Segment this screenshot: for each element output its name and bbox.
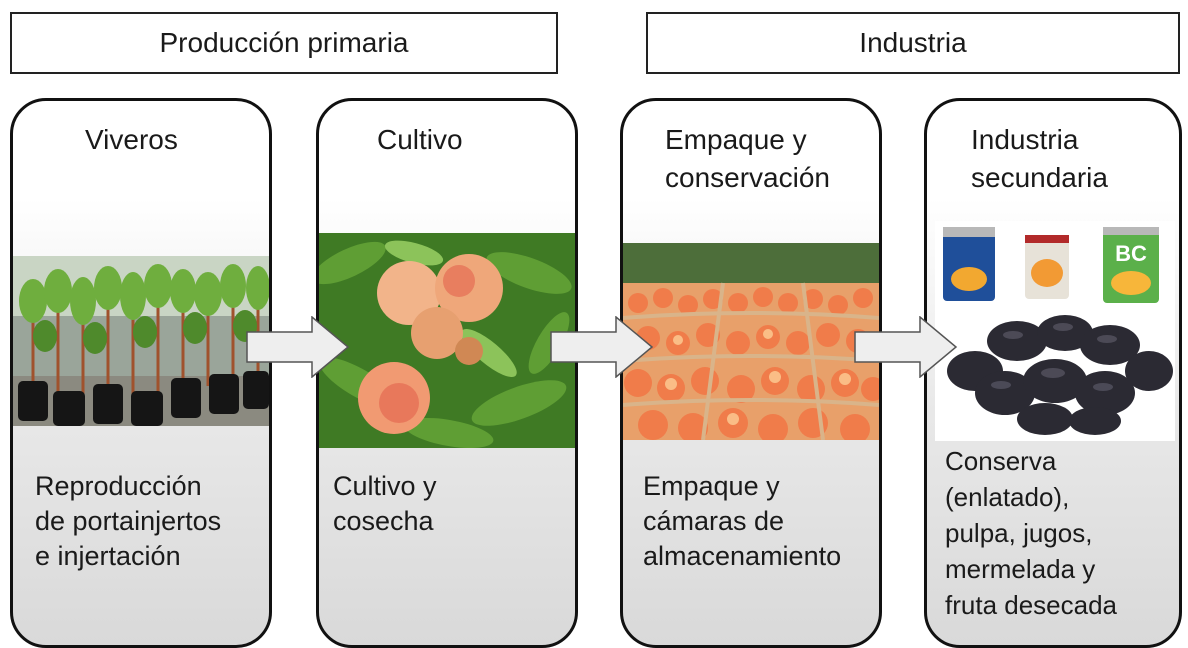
stage-title: Industria secundaria <box>971 124 1108 193</box>
stage-cultivo: Cultivo Cultivo y cosecha <box>316 98 578 648</box>
header-industria: Industria <box>646 12 1180 74</box>
header-produccion-primaria: Producción primaria <box>10 12 558 74</box>
flow-arrow-icon <box>246 316 350 378</box>
peach-tree-nursery-photo <box>13 256 269 426</box>
stage-title: Empaque y conservación <box>665 124 830 193</box>
stage-empaque-conservacion: Empaque y conservación Empaque y cámara <box>620 98 882 648</box>
canned-and-dried-fruit-photo: BC <box>935 221 1175 441</box>
stage-description: Conserva (enlatado), pulpa, jugos, merme… <box>945 446 1118 620</box>
flow-arrow-icon <box>854 316 958 378</box>
flow-arrow-icon <box>550 316 654 378</box>
stage-description: Reproducción de portainjertos e injertac… <box>35 471 222 571</box>
peaches-on-branch-photo <box>319 233 575 448</box>
can-label: BC <box>1115 241 1147 266</box>
stage-description: Empaque y cámaras de almacenamiento <box>643 471 842 571</box>
header-produccion-primaria-label: Producción primaria <box>159 27 409 58</box>
stage-viveros: Viveros Reproducci <box>10 98 272 648</box>
peach-crates-photo <box>623 243 879 440</box>
stage-industria-secundaria: Industria secundaria BC <box>924 98 1182 648</box>
stage-title: Cultivo <box>377 124 463 155</box>
stage-description: Cultivo y cosecha <box>333 471 437 536</box>
stage-title: Viveros <box>85 124 178 155</box>
header-industria-label: Industria <box>859 27 967 58</box>
